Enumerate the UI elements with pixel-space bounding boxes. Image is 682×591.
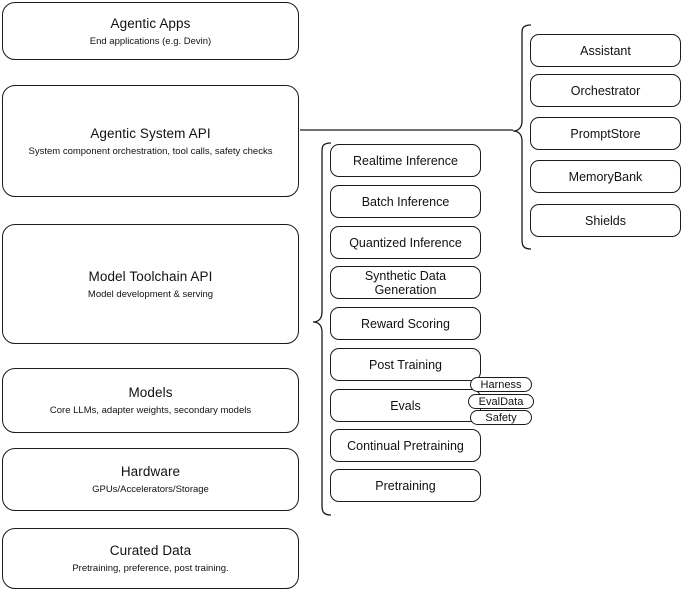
toolchain-brace-icon xyxy=(312,142,332,516)
capability-post-training[interactable]: Post Training xyxy=(330,348,481,381)
system-component-memorybank[interactable]: MemoryBank xyxy=(530,160,681,193)
capability-evals[interactable]: Evals xyxy=(330,389,481,422)
layer-model-toolchain-api[interactable]: Model Toolchain API Model development & … xyxy=(2,224,299,344)
capability-continual-pretraining[interactable]: Continual Pretraining xyxy=(330,429,481,462)
capability-batch-inference[interactable]: Batch Inference xyxy=(330,185,481,218)
system-component-shields[interactable]: Shields xyxy=(530,204,681,237)
layer-subtitle: Core LLMs, adapter weights, secondary mo… xyxy=(49,405,252,416)
layer-agentic-apps[interactable]: Agentic Apps End applications (e.g. Devi… xyxy=(2,2,299,60)
capability-realtime-inference[interactable]: Realtime Inference xyxy=(330,144,481,177)
layer-subtitle: End applications (e.g. Devin) xyxy=(89,35,212,47)
layer-curated-data[interactable]: Curated Data Pretraining, preference, po… xyxy=(2,528,299,589)
capability-pretraining[interactable]: Pretraining xyxy=(330,469,481,502)
layer-title: Curated Data xyxy=(109,543,192,558)
layer-subtitle: GPUs/Accelerators/Storage xyxy=(92,484,209,495)
system-component-promptstore[interactable]: PromptStore xyxy=(530,117,681,150)
layer-title: Agentic System API xyxy=(90,125,211,141)
layer-subtitle: Model development & serving xyxy=(87,288,214,300)
capability-synthetic-data-generation[interactable]: Synthetic Data Generation xyxy=(330,266,481,299)
layer-hardware[interactable]: Hardware GPUs/Accelerators/Storage xyxy=(2,448,299,511)
eval-pill-harness[interactable]: Harness xyxy=(470,377,532,392)
capability-quantized-inference[interactable]: Quantized Inference xyxy=(330,226,481,259)
layer-subtitle: System component orchestration, tool cal… xyxy=(28,145,273,157)
system-component-orchestrator[interactable]: Orchestrator xyxy=(530,74,681,107)
layer-title: Agentic Apps xyxy=(110,15,191,31)
capability-reward-scoring[interactable]: Reward Scoring xyxy=(330,307,481,340)
layer-subtitle: Pretraining, preference, post training. xyxy=(72,563,229,574)
system-component-assistant[interactable]: Assistant xyxy=(530,34,681,67)
layer-models[interactable]: Models Core LLMs, adapter weights, secon… xyxy=(2,368,299,433)
system-components-brace-icon xyxy=(512,24,532,250)
layer-agentic-system-api[interactable]: Agentic System API System component orch… xyxy=(2,85,299,197)
eval-pill-safety[interactable]: Safety xyxy=(470,410,532,425)
eval-pill-evaldata[interactable]: EvalData xyxy=(468,394,534,409)
layer-title: Models xyxy=(128,385,173,400)
layer-title: Hardware xyxy=(120,464,181,479)
layer-title: Model Toolchain API xyxy=(88,268,213,284)
